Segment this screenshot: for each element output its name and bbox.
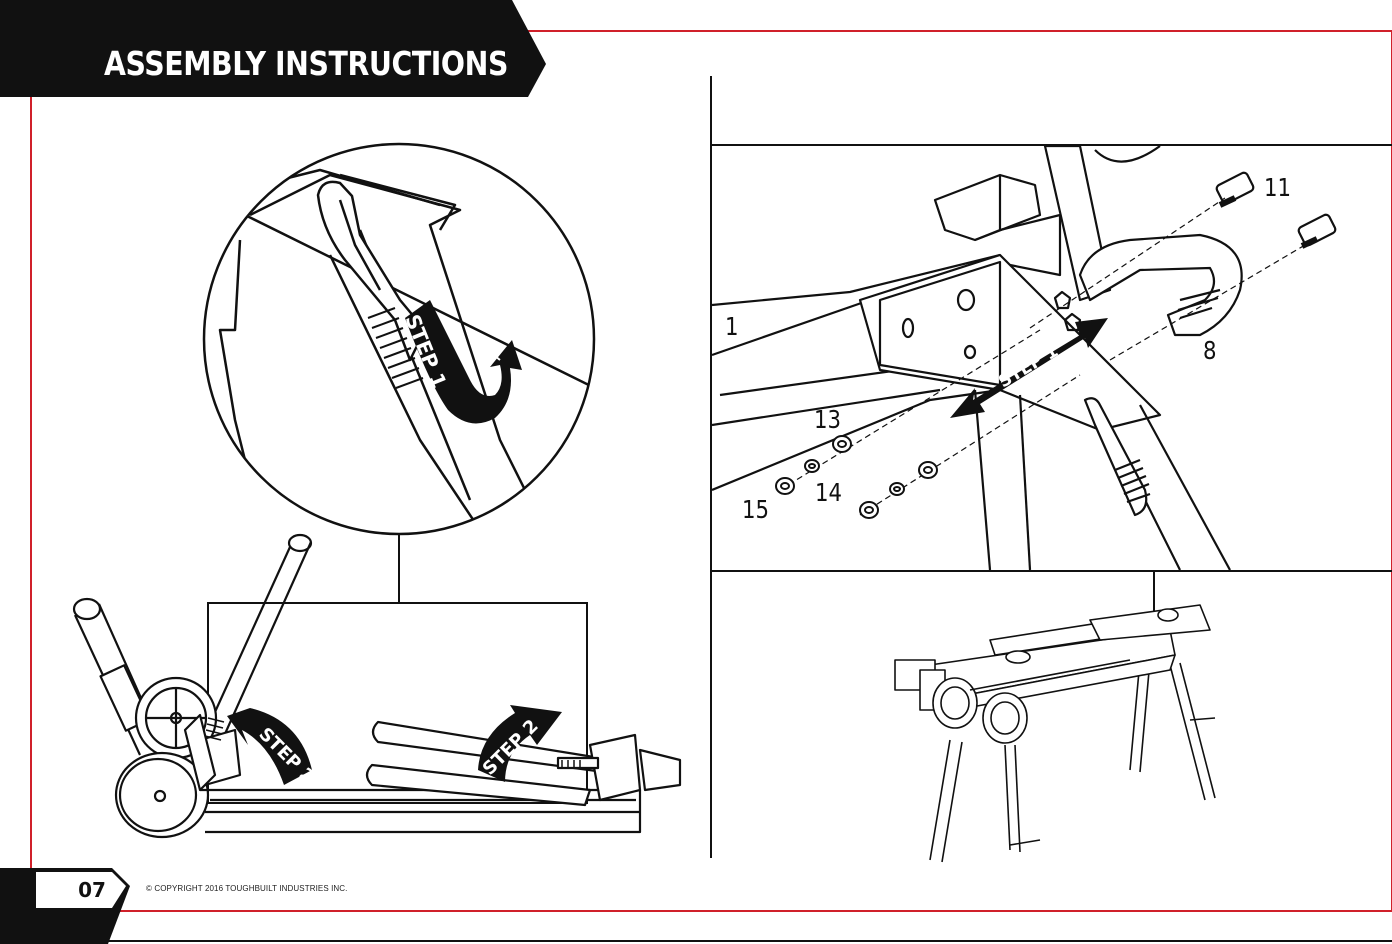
- part-label-11: 11: [1264, 175, 1291, 200]
- part-label-1: 1: [725, 314, 739, 339]
- part-label-14: 14: [815, 480, 842, 505]
- overview-stand: [895, 605, 1215, 862]
- part-label-15: 15: [742, 497, 769, 522]
- part-label-8: 8: [1203, 338, 1217, 363]
- part-label-13: 13: [814, 407, 841, 432]
